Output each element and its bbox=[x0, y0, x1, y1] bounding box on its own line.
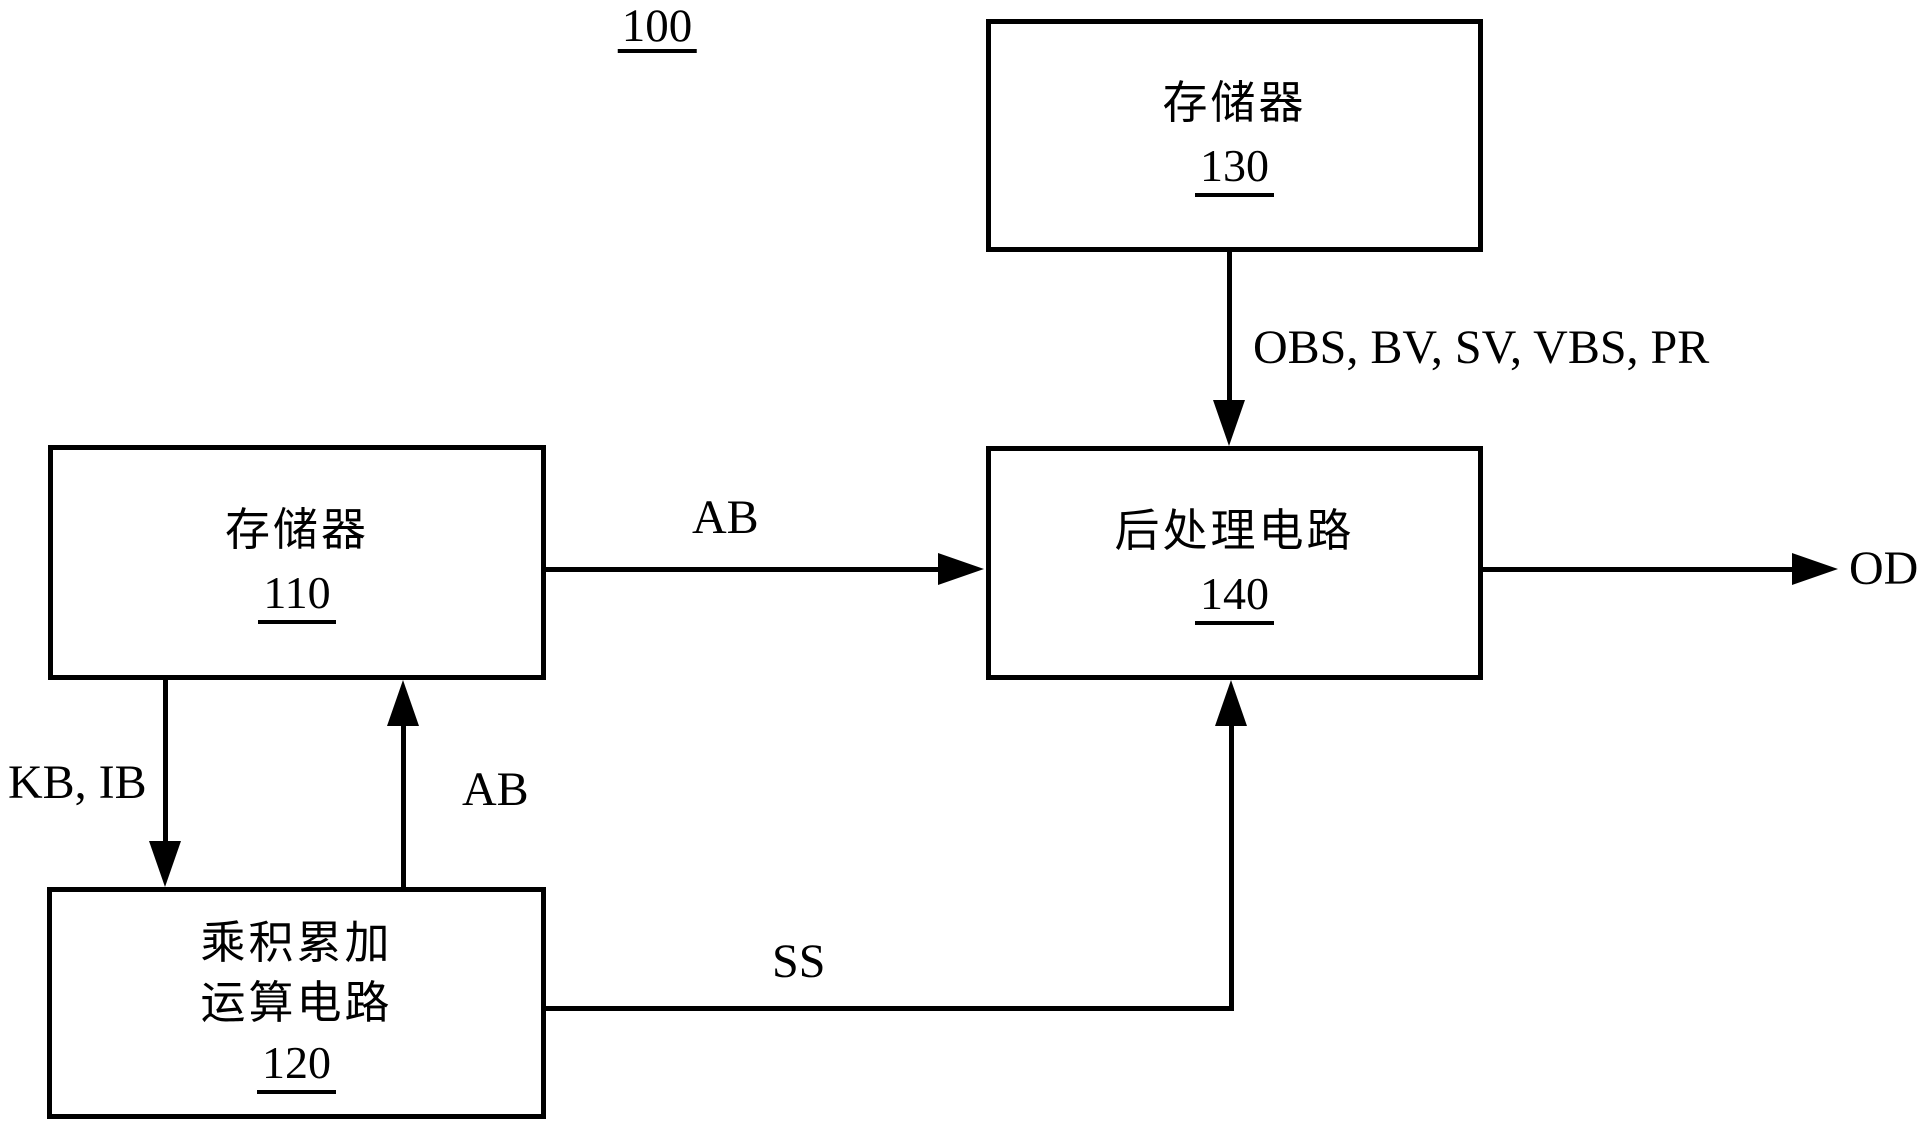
signal-label-ab-horizontal: AB bbox=[692, 491, 759, 544]
memory-110-box: 存储器 110 bbox=[48, 445, 546, 680]
multiply-accumulate-circuit-120-title-line2: 运算电路 bbox=[200, 977, 393, 1028]
signal-label-kb-ib: KB, IB bbox=[8, 756, 147, 809]
arrowhead-up-icon bbox=[1215, 680, 1247, 726]
multiply-accumulate-circuit-120-ref: 120 bbox=[257, 1037, 336, 1094]
mac120-to-mem110-line bbox=[401, 726, 406, 887]
figure-reference-label: 100 bbox=[617, 3, 697, 53]
post-processing-circuit-140-ref: 140 bbox=[1195, 568, 1274, 625]
arrowhead-up-icon bbox=[387, 680, 419, 726]
arrowhead-right-icon bbox=[1792, 553, 1838, 585]
arrowhead-down-icon bbox=[1213, 400, 1245, 446]
multiply-accumulate-circuit-120-box: 乘积累加 运算电路 120 bbox=[47, 887, 546, 1119]
arrowhead-down-icon bbox=[149, 841, 181, 887]
memory-110-title: 存储器 bbox=[224, 505, 369, 555]
signal-label-ab-vertical: AB bbox=[462, 763, 529, 816]
mem130-to-postproc140-line bbox=[1227, 252, 1232, 402]
multiply-accumulate-circuit-120-title-line1: 乘积累加 bbox=[200, 917, 393, 968]
postproc140-output-line bbox=[1483, 567, 1793, 572]
memory-130-ref: 130 bbox=[1195, 141, 1274, 197]
mac120-to-postproc140-horizontal-line bbox=[546, 1006, 1234, 1011]
signal-label-obs-bv-sv-vbs-pr: OBS, BV, SV, VBS, PR bbox=[1253, 321, 1710, 374]
mac120-to-postproc140-vertical-line bbox=[1229, 726, 1234, 1011]
memory-110-ref: 110 bbox=[258, 568, 336, 624]
signal-label-od: OD bbox=[1849, 542, 1919, 595]
memory-130-title: 存储器 bbox=[1162, 78, 1307, 128]
memory-130-box: 存储器 130 bbox=[986, 19, 1483, 252]
signal-label-ss: SS bbox=[772, 935, 826, 988]
arrowhead-right-icon bbox=[938, 553, 984, 585]
post-processing-circuit-140-title: 后处理电路 bbox=[1114, 505, 1355, 556]
mem110-to-mac120-line bbox=[163, 680, 168, 841]
mem110-to-postproc140-line bbox=[546, 567, 939, 572]
post-processing-circuit-140-box: 后处理电路 140 bbox=[986, 446, 1483, 680]
